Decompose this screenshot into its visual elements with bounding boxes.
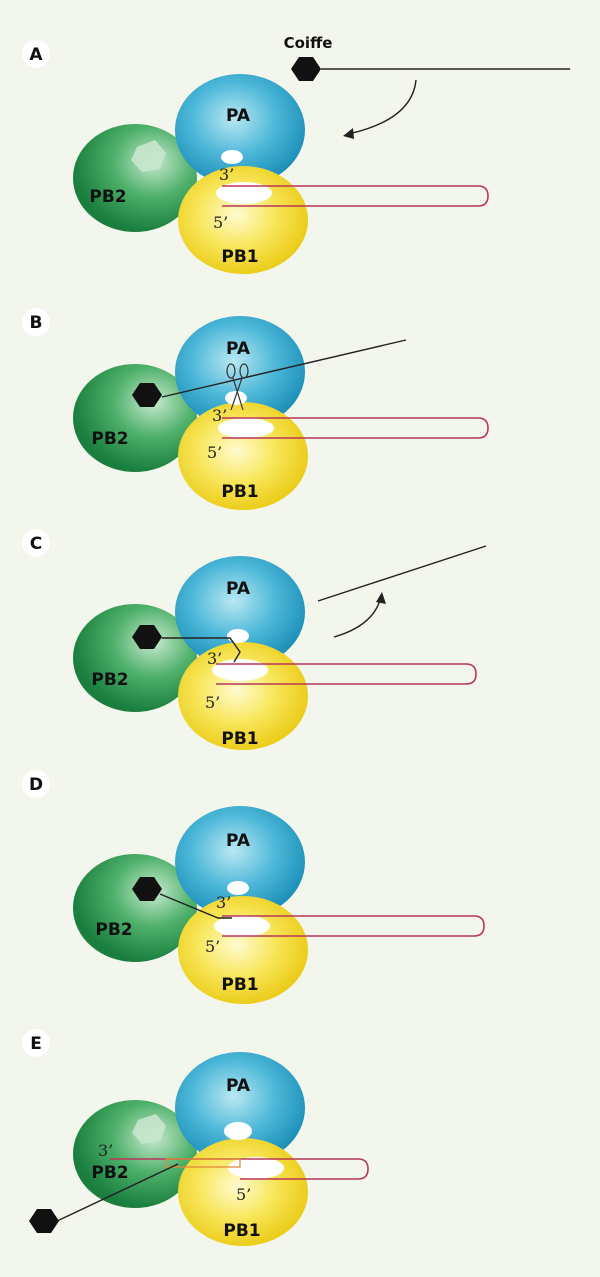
cap-hexagon — [291, 57, 321, 81]
vrna-loop — [222, 185, 489, 207]
pb2-label: PB2 — [91, 1163, 128, 1183]
released-fragment — [317, 545, 487, 602]
pb2-subunit — [73, 854, 197, 962]
five-prime-label: 5’ — [236, 1185, 251, 1204]
pb1-subunit — [178, 896, 308, 1004]
panel-label-badge — [22, 529, 50, 557]
pb2-label: PB2 — [91, 670, 128, 690]
pa-subunit — [175, 74, 305, 186]
pb1-pocket — [216, 182, 272, 204]
cap-hexagon — [132, 383, 162, 407]
five-prime-label: 5’ — [205, 693, 220, 712]
panel-c: C 3’ 5’ PA PB2 PB1 — [22, 529, 487, 750]
pa-subunit — [175, 806, 305, 918]
three-prime-label: 3’ — [216, 893, 231, 912]
vrna-loop — [222, 915, 485, 937]
arrowhead — [376, 592, 386, 604]
cap-binding-site — [132, 1114, 166, 1144]
panel-label-b: B — [30, 313, 43, 333]
pb2-label: PB2 — [89, 187, 126, 207]
five-prime-label: 5’ — [207, 443, 222, 462]
cap-hexagon — [132, 877, 162, 901]
pb2-label: PB2 — [95, 920, 132, 940]
panel-b: B 3’ 5’ PA PB2 PB1 — [22, 308, 489, 510]
panel-d: D 3’ 5’ PA PB2 PB1 — [22, 770, 485, 1004]
pb1-pocket — [214, 915, 270, 937]
pb2-subunit — [73, 124, 197, 232]
pa-label: PA — [226, 339, 251, 359]
pa-pocket — [224, 1122, 252, 1140]
five-prime-label: 5’ — [205, 937, 220, 956]
three-prime-label: 3’ — [207, 649, 222, 668]
pa-pocket — [227, 629, 249, 643]
pa-label: PA — [226, 579, 251, 599]
cap-binding-site — [131, 140, 166, 172]
pa-pocket — [221, 150, 243, 164]
pa-pocket — [227, 881, 249, 895]
coiffe-label: Coiffe — [284, 34, 333, 52]
pb1-label: PB1 — [221, 482, 258, 502]
pb2-label: PB2 — [91, 429, 128, 449]
pa-subunit — [175, 556, 305, 668]
pb1-label: PB1 — [221, 729, 258, 749]
panel-label-e: E — [30, 1034, 42, 1054]
curved-arrow — [347, 79, 417, 135]
panel-label-d: D — [29, 775, 43, 795]
pa-subunit — [175, 1052, 305, 1164]
panel-label-badge — [22, 770, 50, 798]
nascent-mrna — [165, 1158, 241, 1168]
pb2-subunit — [73, 364, 197, 472]
cap-hexagon — [132, 625, 162, 649]
mrna-strand — [54, 1163, 179, 1223]
pb1-subunit — [178, 642, 308, 750]
panel-label-badge — [22, 1029, 50, 1057]
panel-label-c: C — [30, 534, 42, 554]
pb1-label: PB1 — [223, 1221, 260, 1241]
pb1-label: PB1 — [221, 975, 258, 995]
panel-label-badge — [22, 308, 50, 336]
vrna-loop — [222, 417, 489, 439]
panel-e: E 3’ 5’ PA PB2 PB1 — [22, 1029, 369, 1246]
five-prime-label: 5’ — [213, 213, 228, 232]
panel-label-a: A — [29, 45, 43, 65]
pb2-subunit — [73, 1100, 197, 1208]
pb1-pocket — [218, 418, 274, 438]
pb1-subunit — [178, 402, 308, 510]
three-prime-label: 3’ — [219, 165, 234, 184]
pb2-subunit — [73, 604, 197, 712]
vrna-loop — [110, 1158, 369, 1180]
pb1-pocket — [228, 1157, 284, 1179]
pa-pocket — [225, 391, 247, 405]
scissors-icon — [226, 363, 249, 411]
mrna-strand — [161, 339, 407, 398]
vrna-loop — [216, 663, 477, 685]
three-prime-label: 3’ — [212, 406, 227, 425]
cap-hexagon — [29, 1209, 59, 1233]
pb1-subunit — [178, 166, 308, 274]
curved-arrow — [333, 599, 381, 638]
pb1-label: PB1 — [221, 247, 258, 267]
pa-label: PA — [226, 831, 251, 851]
panel-a: A 3’ 5’ PA PB2 PB1 Coiffe — [22, 34, 570, 274]
pa-label: PA — [226, 106, 251, 126]
pa-label: PA — [226, 1076, 251, 1096]
three-prime-label: 3’ — [98, 1141, 113, 1160]
panel-label-badge — [22, 40, 50, 68]
capped-primer — [162, 637, 241, 663]
arrowhead — [343, 128, 354, 139]
capped-primer — [159, 893, 232, 919]
